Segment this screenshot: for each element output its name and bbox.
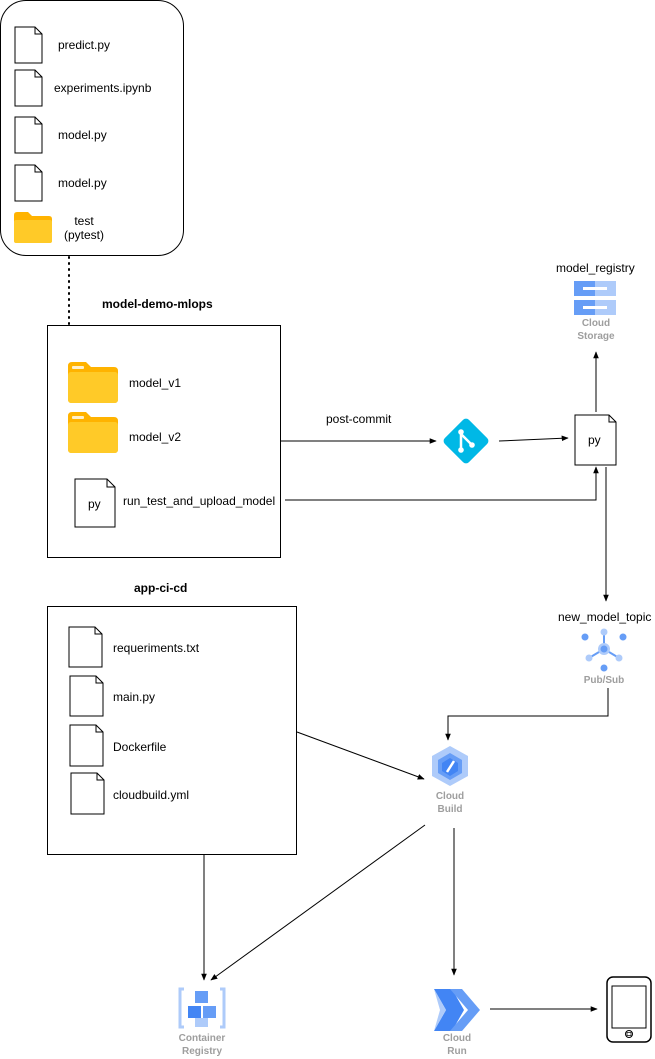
file-icon [14, 26, 43, 64]
file-icon [70, 772, 105, 815]
file-label: predict.py [58, 38, 111, 52]
file-label: main.py [113, 690, 156, 704]
edge-label-post-commit: post-commit [326, 412, 392, 426]
edge-app-to-build [296, 731, 425, 780]
pubsub-label: Pub/Sub [583, 675, 625, 686]
edge-build-to-registry [210, 824, 426, 981]
model-repo-title: model-demo-mlops [102, 297, 213, 311]
python-file-icon [74, 478, 116, 528]
file-label: cloudbuild.yml [113, 788, 190, 802]
mobile-device-icon [606, 976, 652, 1043]
file-icon [14, 164, 43, 202]
storage-title: model_registry [556, 261, 635, 275]
cloud-build-icon [432, 746, 468, 786]
folder-icon [68, 412, 118, 453]
python-script-icon[interactable] [574, 414, 617, 466]
container-registry-icon [178, 987, 226, 1029]
cloud-run-label: Cloud Run [442, 1033, 472, 1057]
cloud-run-icon [434, 989, 480, 1031]
edge-git-to-py [498, 435, 569, 442]
script-badge: py [588, 433, 601, 447]
cloud-storage-icon [574, 281, 616, 315]
folder-icon [68, 362, 118, 403]
file-label: experiments.ipynb [54, 81, 152, 95]
pubsub-title: new_model_topic [558, 610, 652, 624]
folder-label: model_v2 [129, 430, 182, 444]
git-icon [443, 418, 489, 464]
file-label: model.py [58, 128, 107, 142]
file-icon [14, 69, 43, 107]
folder-label: test (pytest) [63, 214, 104, 242]
folder-label: model_v1 [129, 376, 182, 390]
file-label: model.py [58, 176, 107, 190]
file-icon [14, 116, 43, 154]
file-icon [68, 626, 103, 668]
file-label: Dockerfile [113, 740, 167, 754]
cloud-build-label: Cloud Build [435, 791, 465, 815]
storage-label: Cloud Storage [577, 318, 615, 342]
app-repo-title: app-ci-cd [134, 581, 188, 595]
file-badge: py [88, 497, 101, 511]
file-icon [69, 675, 104, 717]
pubsub-icon [581, 628, 627, 672]
container-registry-label: Container Registry [178, 1033, 226, 1057]
edge-pubsub-to-build [445, 688, 609, 741]
edge-runtest-to-py [285, 466, 599, 501]
file-icon [69, 724, 104, 767]
file-label: requeriments.txt [113, 641, 200, 655]
folder-icon [14, 212, 52, 243]
file-label: run_test_and_upload_model [123, 494, 276, 508]
